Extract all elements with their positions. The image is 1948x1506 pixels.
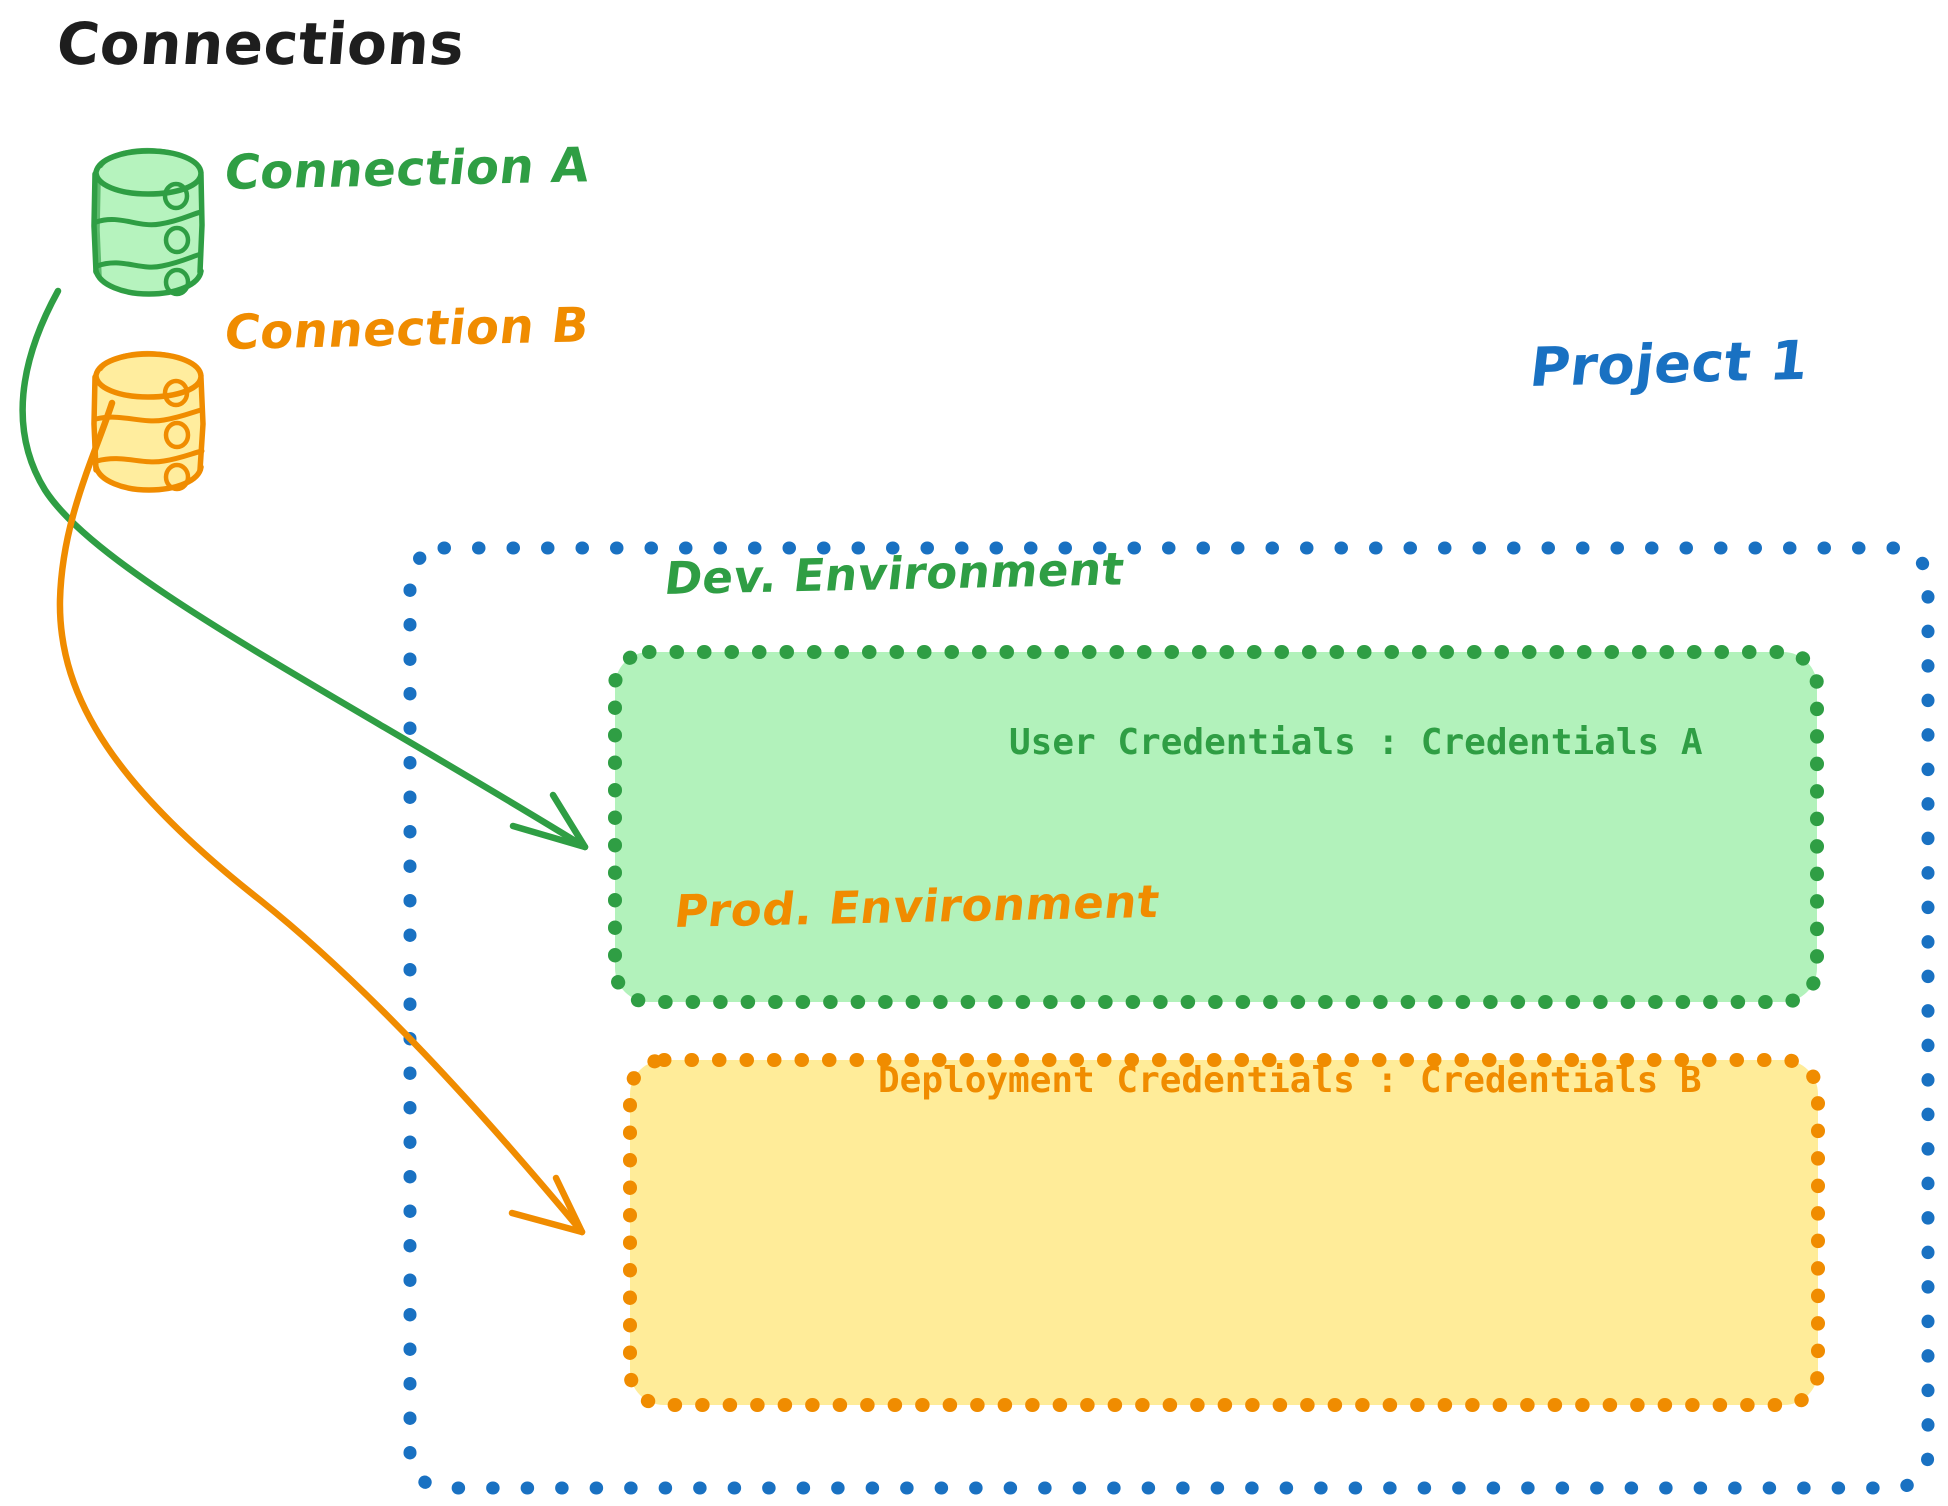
db-a-left-wall xyxy=(91,171,99,275)
dev-environment-credentials: User Credentials : Credentials A xyxy=(1009,722,1703,763)
arrow-a-head xyxy=(509,791,589,851)
dev-environment-fill xyxy=(615,652,1817,1002)
db-b-top-sketch xyxy=(99,350,202,375)
arrow-b-path xyxy=(56,399,586,1236)
prod-environment-fill xyxy=(630,1060,1818,1405)
project-container-border xyxy=(403,541,1935,1495)
dev-environment-border xyxy=(608,645,1824,1009)
project-container[interactable] xyxy=(403,541,1935,1495)
db-b-divider-2 xyxy=(94,448,205,465)
prod-environment-border xyxy=(623,1053,1825,1412)
connection-a-label: Connection A xyxy=(221,137,593,201)
page-title: Connections xyxy=(54,10,468,78)
db-a-indicator-2 xyxy=(163,225,191,255)
db-a-bottom xyxy=(93,268,204,297)
db-a-top-sketch xyxy=(99,147,202,172)
db-b-indicator-2 xyxy=(163,420,191,450)
database-icon-connection-a[interactable] xyxy=(91,147,205,297)
dev-environment-box[interactable] xyxy=(608,645,1824,1009)
db-b-indicator-1 xyxy=(162,378,190,408)
db-a-indicator-1 xyxy=(162,181,190,211)
db-b-divider-1 xyxy=(93,407,204,424)
db-a-left-wall-sketch xyxy=(96,180,102,278)
prod-environment-region[interactable] xyxy=(630,1060,1818,1405)
arrow-b-head xyxy=(508,1174,586,1236)
db-b-bottom xyxy=(93,464,204,493)
dev-environment-region[interactable] xyxy=(615,652,1817,1002)
db-a-divider-1 xyxy=(93,209,204,228)
db-b-indicator-3 xyxy=(163,462,191,492)
connection-b-icon-region[interactable] xyxy=(88,350,208,490)
arrow-connection-b-to-prod-environment[interactable] xyxy=(56,399,586,1236)
connection-a-icon-region[interactable] xyxy=(88,148,208,294)
project-title: Project 1 xyxy=(1526,328,1813,399)
db-b-right-wall xyxy=(197,375,206,473)
db-a-indicator-3 xyxy=(163,267,191,297)
prod-environment-box[interactable] xyxy=(623,1053,1825,1412)
prod-environment-credentials: Deployment Credentials : Credentials B xyxy=(878,1060,1702,1101)
connection-b-label: Connection B xyxy=(221,297,593,361)
database-icon-connection-b[interactable] xyxy=(91,350,206,493)
arrow-connection-a-to-dev-environment[interactable] xyxy=(19,287,589,851)
db-a-divider-2 xyxy=(94,251,204,270)
arrow-a-path xyxy=(19,287,589,851)
